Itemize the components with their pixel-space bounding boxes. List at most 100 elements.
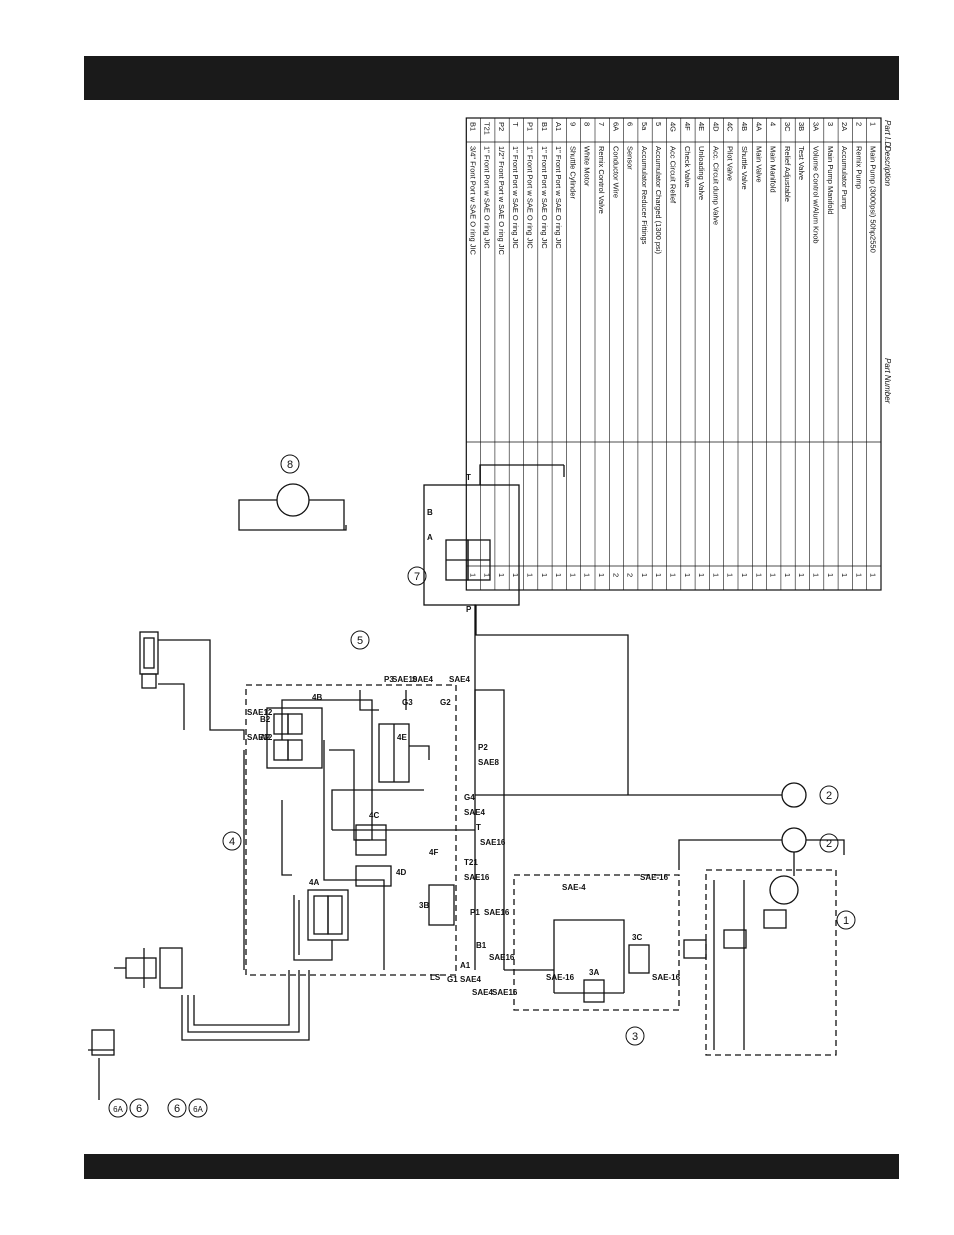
callout-6b: 6	[167, 1098, 187, 1118]
bottom-cylinders	[88, 947, 183, 1100]
svg-text:3: 3	[632, 1031, 638, 1043]
svg-text:2: 2	[826, 790, 832, 802]
row-description: Accumulator Reducer Fittings	[640, 146, 649, 245]
label-valve-p: P	[466, 605, 472, 614]
callout-2b: 2	[819, 785, 839, 805]
row-part-id: 8	[583, 122, 592, 126]
header-bar	[84, 56, 899, 100]
label-4a: 4A	[309, 878, 319, 887]
row-description: Main Manifold	[769, 146, 778, 193]
label-g3: G3	[402, 698, 413, 707]
table-row: 4E Unloading Valve 1	[697, 122, 706, 577]
volume-control-3a	[583, 979, 605, 1003]
row-description: Acc Circuit Relief	[669, 146, 678, 204]
row-quantity: 1	[697, 573, 706, 577]
svg-text:5: 5	[357, 635, 363, 647]
row-quantity: 1	[683, 573, 692, 577]
label-b1: B1	[476, 941, 487, 950]
row-part-id: 2A	[840, 122, 849, 131]
label-4b: 4B	[312, 693, 322, 702]
row-part-id: 3	[826, 122, 835, 126]
callout-6: 6	[129, 1098, 149, 1118]
label-sae4c: SAE4	[464, 808, 485, 817]
row-description: Relief Adjustable	[783, 146, 792, 202]
top-cylinder	[139, 631, 245, 740]
label-4d: 4D	[396, 868, 406, 877]
row-quantity: 1	[583, 573, 592, 577]
table-header-pn: Part Number	[883, 358, 892, 404]
row-quantity: 1	[597, 573, 606, 577]
row-quantity: 1	[840, 573, 849, 577]
row-part-id: 4A	[754, 122, 763, 131]
row-quantity: 1	[640, 573, 649, 577]
row-quantity: 1	[483, 573, 492, 577]
label-sae16b: SAE16	[464, 873, 490, 882]
row-part-id: 3C	[783, 122, 792, 132]
footer-bar	[84, 1154, 899, 1179]
label-a2: A2	[260, 733, 271, 742]
unloading-valve-4e	[378, 723, 430, 783]
table-header-pid: Part I.D.	[883, 120, 892, 149]
svg-text:8: 8	[287, 459, 293, 471]
row-quantity: 1	[654, 573, 663, 577]
label-valve-b: B	[427, 508, 433, 517]
row-description: 3/4" Front Port w SAE O ring JIC	[468, 146, 477, 256]
label-a1: A1	[460, 961, 471, 970]
label-p1: P1	[470, 908, 480, 917]
row-quantity: 1	[497, 573, 506, 577]
label-sae16d: SAE16	[489, 953, 515, 962]
row-part-id: 6	[626, 122, 635, 126]
svg-text:7: 7	[414, 571, 420, 583]
label-3a: 3A	[589, 968, 599, 977]
row-part-id: 1	[869, 122, 878, 126]
row-part-id: 4G	[669, 122, 678, 132]
row-description: Sensor	[626, 146, 635, 170]
svg-text:2: 2	[826, 838, 832, 850]
pilot-valve-4c	[355, 824, 387, 856]
callout-6a: 6A	[108, 1098, 128, 1118]
label-sae4b: SAE4	[449, 675, 470, 684]
row-part-id: 4E	[697, 122, 706, 131]
callout-8: 8	[280, 454, 300, 474]
remix-valve-7	[423, 484, 520, 606]
row-quantity: 1	[669, 573, 678, 577]
accumulator-pump-icon	[781, 782, 807, 808]
label-sae4f: SAE-4	[562, 883, 586, 892]
callout-4: 4	[222, 831, 242, 851]
table-row: 4G Acc Circuit Relief 1	[669, 122, 678, 577]
shuttle-valve-4b	[266, 707, 323, 769]
row-description: White Motor	[583, 146, 592, 187]
row-description: Unloading Valve	[697, 146, 706, 200]
row-part-id: P2	[497, 122, 506, 131]
label-sae16f: SAE-16	[546, 973, 575, 982]
row-description: Accumulator Charged (1300 psi)	[654, 146, 663, 254]
row-part-id: 3B	[797, 122, 806, 131]
relief-3c	[628, 944, 650, 974]
row-part-id: 4B	[740, 122, 749, 131]
row-quantity: 1	[526, 573, 535, 577]
row-quantity: 1	[769, 573, 778, 577]
row-part-id: 5a	[640, 122, 649, 131]
label-sae16c: SAE16	[484, 908, 510, 917]
row-part-id: T21	[483, 122, 492, 135]
row-description: Shuttle Cylinder	[568, 146, 577, 199]
row-description: 1" Front Port w SAE O ring JIC	[540, 146, 549, 249]
row-description: Pilot Valve	[726, 146, 735, 181]
callout-7: 7	[407, 566, 427, 586]
row-quantity: 1	[711, 573, 720, 577]
label-4e: 4E	[397, 733, 407, 742]
label-sae16h: SAE-16	[640, 873, 669, 882]
callout-5: 5	[350, 630, 370, 650]
